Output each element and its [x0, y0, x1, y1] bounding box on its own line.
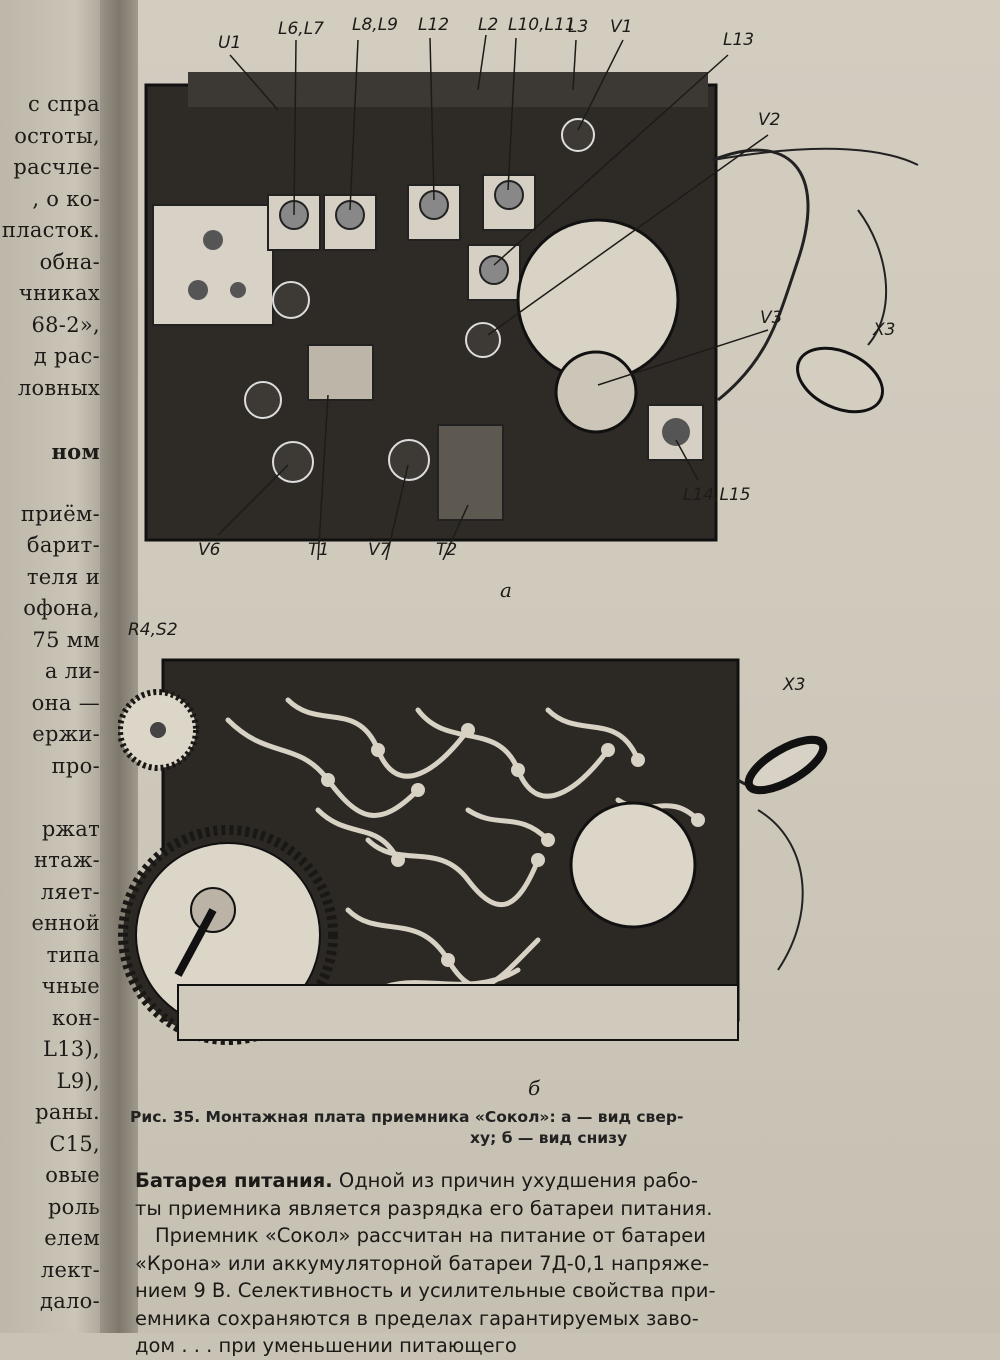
transformer-t2 [437, 424, 504, 521]
left-page-line: , о ко- [32, 186, 100, 211]
left-page-line: овые [45, 1163, 100, 1187]
left-page-line: лект- [40, 1257, 100, 1282]
label-l6-l7: L6,L7 [278, 19, 324, 39]
label-l12: L12 [418, 15, 449, 35]
figure-a-sublabel: а [500, 578, 512, 602]
left-page-line: обна- [39, 249, 100, 274]
label-l14-l15: L14,L15 [683, 485, 751, 505]
capacitor-v3 [554, 350, 638, 434]
left-page-line: дало- [39, 1289, 100, 1313]
left-page-line: про- [51, 753, 100, 778]
left-page-line: ержи- [32, 722, 100, 746]
figure-b-sublabel: б [528, 1076, 541, 1100]
figure-caption: Рис. 35. Монтажная плата приемника «Соко… [130, 1107, 800, 1149]
left-page-line: а ли- [44, 659, 100, 683]
label-l10-l11: L10,L11 [508, 15, 576, 35]
left-page-line: теля и [26, 564, 100, 589]
left-page-line: д рас- [33, 344, 100, 368]
left-page-line: ляет- [40, 879, 100, 904]
left-page-line: L9), [56, 1068, 100, 1093]
label-t2: T2 [436, 540, 457, 560]
figure-a-top-view: U1 L6,L7 L8,L9 L12 L2 L10,L11 L3 V1 L13 … [128, 0, 928, 560]
left-page-line: чные [41, 974, 100, 998]
left-page-line: пласток. [1, 218, 100, 242]
body-line-6: емника сохраняются в пределах гарантируе… [135, 1306, 699, 1330]
left-page-line: ловных [17, 375, 100, 400]
figure-b-bottom-view: R4,S2 X3 [118, 610, 848, 1090]
left-page-line: она — [31, 690, 100, 715]
label-v6: V6 [198, 540, 221, 560]
label-l2: L2 [478, 15, 498, 35]
left-page-line: 68-2», [31, 312, 100, 337]
earphone-plug-x3 [796, 346, 884, 414]
left-page-line: ржат [41, 816, 100, 841]
left-page: с спра остоты, расчле- , о ко-пласток. обна-… [0, 0, 108, 1333]
label-t1: T1 [308, 540, 329, 560]
body-line-2: ты приемника является разрядка его батар… [135, 1196, 713, 1220]
earphone-plug-x3-b [744, 735, 828, 795]
left-page-line: L13), [42, 1037, 100, 1061]
label-x3-a: X3 [872, 320, 895, 340]
variable-capacitor [152, 204, 274, 326]
left-page-line: чниках [18, 281, 100, 305]
left-page-line: С15, [49, 1131, 100, 1156]
battery-clip-bar [177, 984, 739, 1041]
left-page-line: расчле- [13, 155, 100, 179]
left-page-line: остоты, [14, 123, 100, 148]
label-l8-l9: L8,L9 [352, 15, 398, 35]
label-x3-b: X3 [782, 675, 805, 695]
left-page-line: офона, [23, 596, 100, 620]
left-page-line: приём- [20, 501, 100, 526]
body-text: Батарея питания. Одной из причин ухудшен… [135, 1167, 825, 1360]
caption-line-2: ху; б — вид снизу [470, 1129, 628, 1147]
label-r4-s2: R4,S2 [128, 620, 178, 640]
speaker-opening-bottom [569, 801, 697, 929]
left-page-line: кон- [51, 1005, 100, 1030]
label-v7: V7 [368, 540, 391, 560]
left-page-line: 75 мм [32, 627, 100, 652]
label-u1: U1 [218, 33, 241, 53]
left-page-line: типа [46, 942, 100, 967]
label-v2: V2 [758, 110, 780, 130]
body-line-3: Приемник «Сокол» рассчитан на питание от… [155, 1224, 706, 1247]
body-line-4: «Крона» или аккумуляторной батареи 7Д-0,… [135, 1251, 710, 1275]
left-page-line: нтаж- [33, 848, 100, 872]
left-page-line: с спра [28, 92, 100, 116]
left-page-line: роль [47, 1194, 100, 1219]
label-v1: V1 [610, 17, 632, 37]
body-line-7: дом . . . при уменьшении питающего [135, 1334, 517, 1357]
label-l13: L13 [723, 30, 754, 50]
left-page-line: елем [44, 1226, 100, 1250]
body-line-1: Батарея питания. Одной из причин ухудшен… [135, 1169, 699, 1192]
caption-line-1: Рис. 35. Монтажная плата приемника «Соко… [130, 1108, 684, 1126]
section-heading: Батарея питания. [135, 1169, 333, 1192]
left-page-line: барит- [26, 533, 100, 557]
left-page-line: енной [31, 911, 100, 935]
transformer-t1 [307, 344, 374, 401]
left-page-line: раны. [35, 1100, 100, 1124]
label-l3: L3 [568, 17, 588, 37]
left-page-line: ном [51, 438, 100, 464]
body-line-5: нием 9 В. Селективность и усилительные с… [135, 1279, 716, 1302]
label-v3: V3 [760, 308, 782, 328]
